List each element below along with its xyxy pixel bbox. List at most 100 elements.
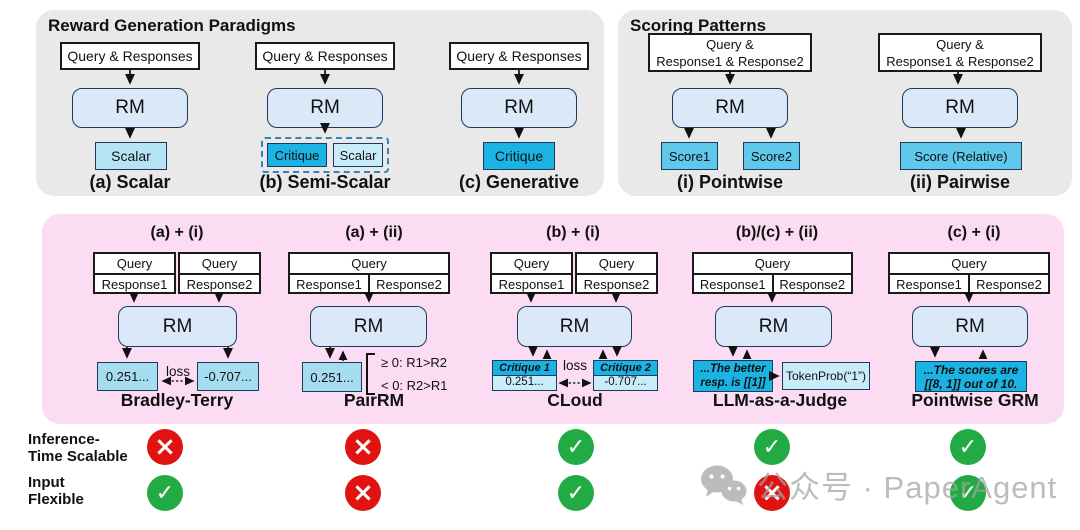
- watermark-text: 公众号 · PaperAgent: [757, 470, 1058, 505]
- cloud-critique1-box: Critique 1 0.251...: [492, 360, 557, 391]
- score2-box: Score2: [743, 142, 800, 170]
- bt-query-response2-box: Query Response2: [178, 252, 261, 294]
- grm-generation-line1: ...The scores are: [923, 362, 1019, 377]
- grm-query-label: Query: [890, 254, 1048, 275]
- header-pairrm: (a) + (ii): [345, 224, 403, 241]
- wechat-icon: [701, 465, 747, 505]
- judge-response1-label: Response1: [694, 275, 774, 294]
- input-box-ii: Query & Response1 & Response2: [878, 33, 1042, 72]
- grm-query-box: Query Response1 Response2: [888, 252, 1050, 294]
- bt-score2-box: -0.707...: [197, 362, 259, 391]
- cloud-response2-label: Response2: [583, 277, 650, 292]
- caption-bradley-terry: Bradley-Terry: [120, 390, 234, 410]
- caption-b-semi-scalar: (b) Semi-Scalar: [259, 172, 391, 192]
- rm-box-i: RM: [672, 88, 788, 128]
- input-box-ii-line2: Response1 & Response2: [886, 53, 1034, 69]
- bt-response2-label: Response2: [186, 277, 253, 292]
- grm-generation-line2: [[8, 1]] out of 10.: [924, 376, 1018, 391]
- cloud-critique2-box: Critique 2 -0.707...: [593, 360, 658, 391]
- caption-a-scalar: (a) Scalar: [89, 172, 171, 192]
- badge-if-llm-judge: ×: [754, 475, 790, 511]
- score-relative-box: Score (Relative): [900, 142, 1022, 170]
- badge-its-cloud: ✓: [558, 429, 594, 465]
- semi-scalar-dashed-group: [261, 137, 389, 173]
- cloud-query2-label: Query: [577, 254, 656, 275]
- input-box-c: Query & Responses: [449, 42, 589, 70]
- rm-box-b: RM: [267, 88, 383, 128]
- cloud-score2-value: -0.707...: [594, 376, 657, 389]
- scalar-output-box-a: Scalar: [95, 142, 167, 170]
- judge-query-box: Query Response1 Response2: [692, 252, 853, 294]
- cloud-critique1-label: Critique 1: [493, 361, 556, 376]
- header-llm-judge: (b)/(c) + (ii): [735, 224, 819, 241]
- cloud-rm-box: RM: [517, 306, 632, 347]
- rm-box-ii: RM: [902, 88, 1018, 128]
- badge-its-llm-judge: ✓: [754, 429, 790, 465]
- cloud-query-response1-box: Query Response1: [490, 252, 573, 294]
- grm-generation-box: ...The scores are [[8, 1]] out of 10.: [915, 361, 1027, 392]
- input-box-i: Query & Response1 & Response2: [648, 33, 812, 72]
- badge-if-pairrm: ×: [345, 475, 381, 511]
- score1-box: Score1: [661, 142, 718, 170]
- input-box-i-line2: Response1 & Response2: [656, 53, 804, 69]
- pairrm-score-box: 0.251...: [302, 362, 362, 392]
- pairrm-condition2: < 0: R2>R1: [381, 378, 448, 393]
- judge-generation-box: ...The better resp. is [[1]]: [693, 360, 773, 392]
- header-bradley-terry: (a) + (i): [150, 224, 204, 241]
- pairrm-rm-box: RM: [310, 306, 427, 347]
- judge-generation-line1: ...The better: [700, 363, 766, 375]
- badge-its-pairrm: ×: [345, 429, 381, 465]
- grm-response1-label: Response1: [890, 275, 970, 294]
- caption-pointwise-grm: Pointwise GRM: [911, 390, 1039, 410]
- judge-response2-label: Response2: [779, 277, 846, 292]
- bt-query1-label: Query: [95, 254, 174, 275]
- judge-rm-box: RM: [715, 306, 832, 347]
- cloud-query-response2-box: Query Response2: [575, 252, 658, 294]
- pairrm-query-label: Query: [290, 254, 448, 275]
- header-cloud: (b) + (i): [546, 224, 600, 241]
- caption-cloud: CLoud: [547, 390, 603, 410]
- pairrm-condition1: ≥ 0: R1>R2: [381, 355, 448, 370]
- judge-generation-line2: resp. is [[1]]: [700, 377, 766, 389]
- badge-if-bradley-terry: ✓: [147, 475, 183, 511]
- bt-query-response1-box: Query Response1: [93, 252, 176, 294]
- judge-tokenprob-box: TokenProb(“1”): [782, 362, 870, 390]
- caption-llm-judge: LLM-as-a-Judge: [712, 390, 848, 410]
- caption-pairrm: PairRM: [343, 390, 405, 410]
- pairrm-query-box: Query Response1 Response2: [288, 252, 450, 294]
- rm-box-a: RM: [72, 88, 188, 128]
- input-box-b: Query & Responses: [255, 42, 395, 70]
- cloud-score1-value: 0.251...: [493, 376, 556, 389]
- bt-score1-box: 0.251...: [97, 362, 158, 391]
- critique-output-box-c: Critique: [483, 142, 555, 170]
- input-box-a: Query & Responses: [60, 42, 200, 70]
- cloud-critique2-label: Critique 2: [594, 361, 657, 376]
- caption-i-pointwise: (i) Pointwise: [676, 172, 783, 192]
- watermark: 公众号 · PaperAgent: [700, 462, 1057, 507]
- bt-response1-label: Response1: [101, 277, 168, 292]
- scoring-patterns-title: Scoring Patterns: [630, 16, 767, 35]
- caption-c-generative: (c) Generative: [458, 172, 580, 192]
- caption-ii-pairwise: (ii) Pairwise: [909, 172, 1011, 192]
- bt-rm-box: RM: [118, 306, 237, 347]
- pairrm-response2-label: Response2: [376, 277, 442, 292]
- property-label-input-flexible: Input Flexible: [28, 474, 84, 508]
- critique-output-box-b: Critique: [267, 143, 327, 167]
- grm-rm-box: RM: [912, 306, 1028, 347]
- bt-loss-label: loss: [165, 364, 190, 379]
- pairrm-response1-label: Response1: [290, 275, 370, 294]
- cloud-loss-label: loss: [562, 358, 587, 373]
- bt-query2-label: Query: [180, 254, 259, 275]
- rm-box-c: RM: [461, 88, 577, 128]
- input-box-ii-line1: Query &: [936, 36, 984, 52]
- reward-generation-title: Reward Generation Paradigms: [48, 16, 296, 35]
- scalar-output-box-b: Scalar: [333, 143, 383, 167]
- cloud-query1-label: Query: [492, 254, 571, 275]
- cloud-response1-label: Response1: [498, 277, 565, 292]
- header-pointwise-grm: (c) + (i): [947, 224, 1001, 241]
- badge-its-pointwise-grm: ✓: [950, 429, 986, 465]
- pairrm-bracket: [366, 353, 375, 395]
- property-label-inference-time: Inference- Time Scalable: [28, 431, 128, 465]
- grm-response2-label: Response2: [976, 277, 1042, 292]
- badge-if-pointwise-grm: ✓: [950, 475, 986, 511]
